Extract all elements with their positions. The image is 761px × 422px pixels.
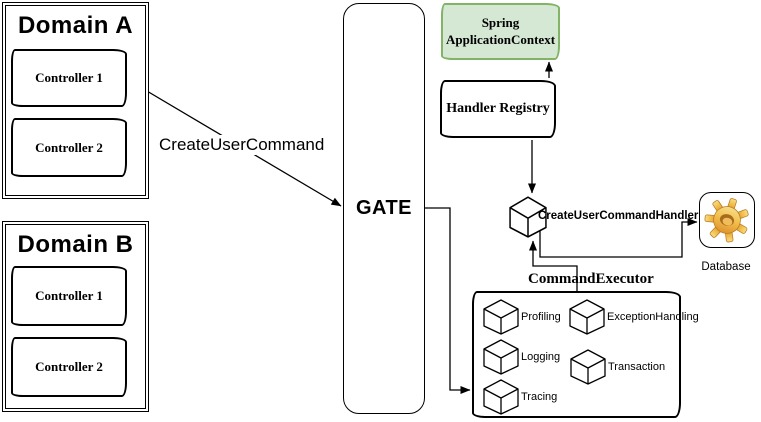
executor-item-logging: Logging (483, 339, 560, 375)
executor-item-tracing: Tracing (483, 379, 557, 415)
spring-application-context-box: Spring ApplicationContext (441, 3, 560, 60)
domain-b-box: Domain B Controller 1 Controller 2 (2, 221, 149, 412)
domain-b-controller-2: Controller 2 (11, 337, 127, 397)
domain-a-controller-2: Controller 2 (11, 118, 127, 177)
connector-handler-to-database (539, 218, 698, 258)
handler-cube (509, 196, 547, 238)
create-user-command-label: CreateUserCommand (157, 135, 327, 155)
spring-label: Spring ApplicationContext (445, 15, 556, 47)
controller-label: Controller 1 (35, 70, 103, 85)
executor-item-label: Profiling (521, 311, 561, 323)
domain-b-title: Domain B (17, 231, 134, 258)
gate-node: GATE (343, 3, 425, 414)
cube-icon (483, 339, 519, 375)
command-executor-box: Profiling ExceptionHandling Logging Tran… (472, 291, 699, 418)
connector-gate-to-commandexecutor (425, 207, 471, 394)
cube-icon (483, 379, 519, 415)
domain-a-title: Domain A (17, 12, 134, 39)
executor-item-transaction: Transaction (570, 349, 665, 385)
gear-icon (704, 198, 749, 243)
controller-label: Controller 1 (35, 288, 103, 303)
executor-item-exception-handling: ExceptionHandling (569, 299, 699, 335)
connector-commandexecutor-to-handler (529, 240, 578, 291)
database-label: Database (701, 261, 751, 273)
cube-icon (509, 196, 547, 238)
executor-item-label: ExceptionHandling (607, 311, 699, 323)
create-user-command-handler-label: CreateUserCommandHandler (538, 210, 699, 222)
gate-label: GATE (355, 197, 413, 219)
command-executor-title: CommandExecutor (528, 271, 654, 287)
controller-label: Controller 2 (35, 359, 103, 374)
handler-registry-box: Handler Registry (440, 80, 556, 138)
handler-registry-label: Handler Registry (446, 101, 550, 116)
cube-icon (483, 299, 519, 335)
domain-b-controller-1: Controller 1 (11, 266, 127, 326)
database-node (699, 192, 755, 248)
cube-icon (570, 349, 606, 385)
controller-label: Controller 2 (35, 139, 103, 155)
domain-a-box: Domain A Controller 1 Controller 2 (2, 2, 149, 199)
domain-a-controller-1: Controller 1 (11, 49, 127, 107)
executor-item-label: Tracing (521, 391, 558, 403)
executor-item-label: Transaction (608, 361, 666, 373)
executor-item-profiling: Profiling (483, 299, 561, 335)
cube-icon (569, 299, 605, 335)
executor-item-label: Logging (521, 351, 561, 363)
